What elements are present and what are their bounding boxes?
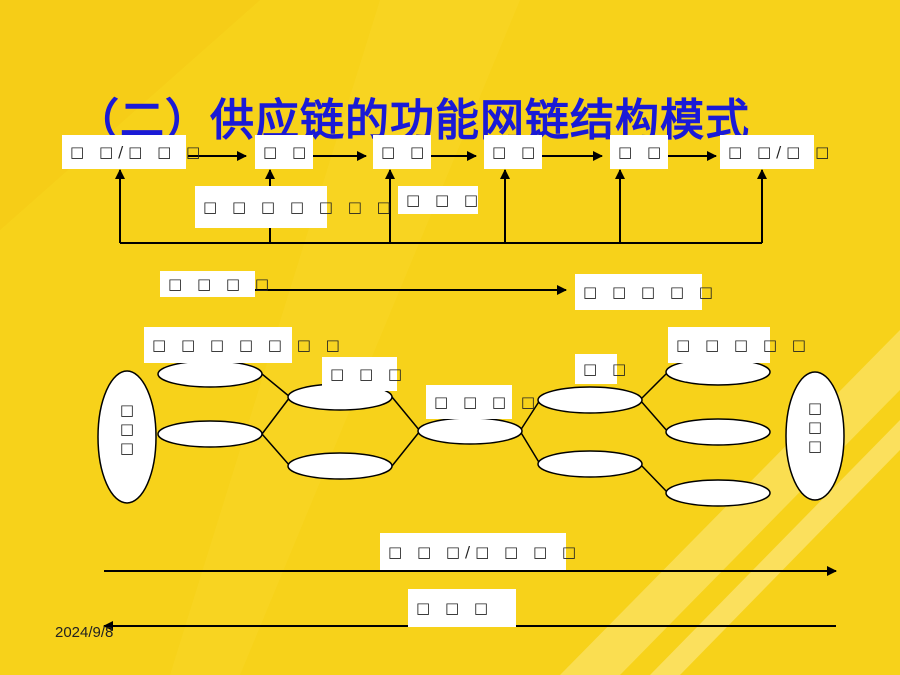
node-ellipse: [537, 386, 643, 414]
chain-node-3: □ □: [373, 135, 431, 169]
node-ellipse: [537, 450, 643, 478]
network-nodes: [97, 358, 845, 507]
node-ellipse: [665, 418, 771, 446]
forward-flow-label: □ □ □/□ □ □ □: [380, 533, 576, 570]
node-ellipse: [287, 452, 393, 480]
chain-node-6: □ □/□ □: [720, 135, 829, 169]
network-label-a: □ □ □ □ □ □ □: [144, 327, 340, 363]
node-ellipse: [417, 417, 523, 445]
backward-flow-label: □ □ □: [408, 589, 516, 627]
network-label-b: □ □ □: [322, 357, 402, 391]
middle-flow-start: □ □ □ □: [160, 271, 269, 297]
network-links: [261, 371, 669, 494]
slide-date: 2024/9/8: [55, 624, 114, 641]
chain-node-4: □ □: [484, 135, 542, 169]
middle-flow-end: □ □ □ □ □: [575, 274, 713, 310]
left-end-label: □ □ □: [119, 401, 135, 457]
chain-node-5: □ □: [610, 135, 668, 169]
feedback-label-a: □ □ □ □ □ □ □: [195, 186, 391, 228]
node-ellipse: [157, 360, 263, 388]
node-ellipse: [785, 371, 845, 501]
feedback-label-b: □ □ □: [398, 186, 478, 214]
network-label-d: □ □: [575, 354, 626, 384]
node-ellipse: [97, 370, 157, 504]
node-ellipse: [665, 479, 771, 507]
chain-node-2: □ □: [255, 135, 313, 169]
right-end-label: □ □ □: [807, 399, 823, 455]
network-label-e: □ □ □ □ □: [668, 327, 806, 363]
feedback-lines: [115, 169, 767, 244]
network-label-c: □ □ □ □: [426, 385, 535, 419]
chain-node-1: □ □/□ □ □: [62, 135, 200, 169]
node-ellipse: [157, 420, 263, 448]
